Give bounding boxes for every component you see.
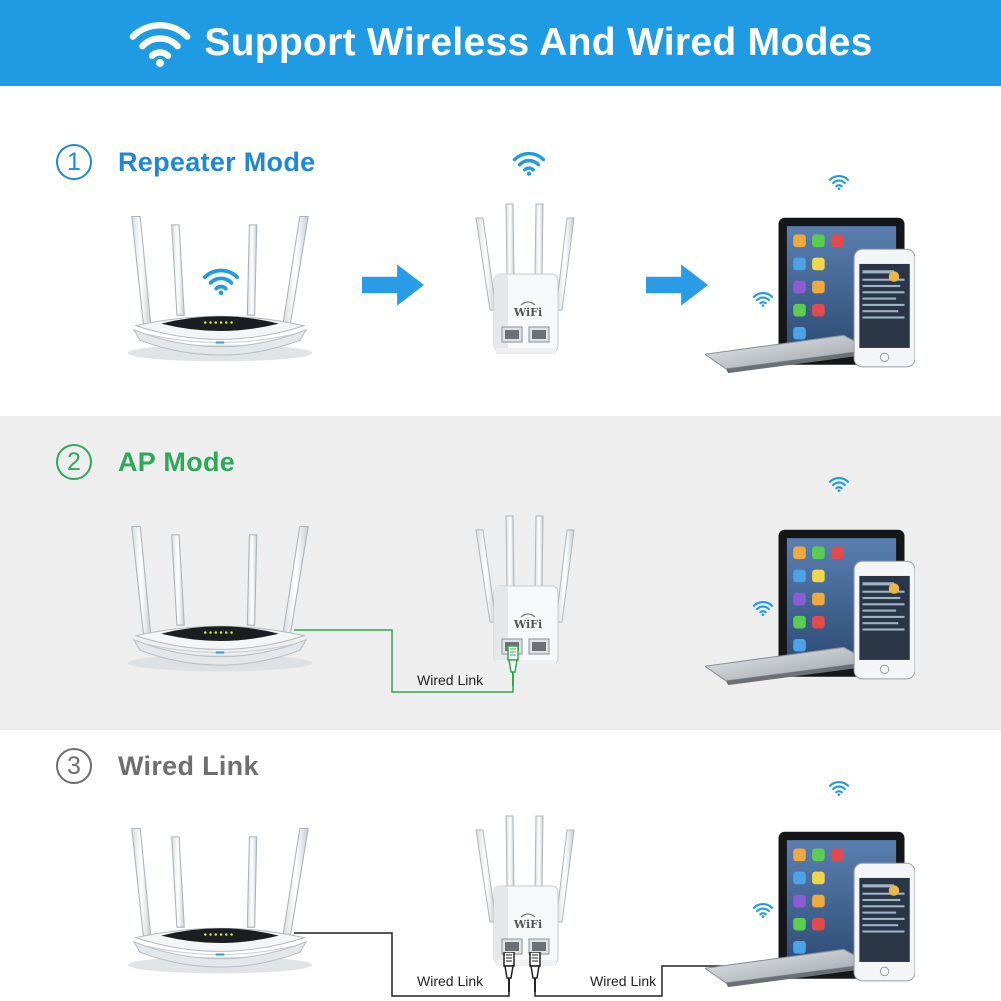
repeater-icon xyxy=(475,515,575,667)
main-router-icon xyxy=(126,215,314,363)
mode-number-badge: 3 xyxy=(56,748,92,784)
wifi-icon xyxy=(752,601,774,616)
wired-link-label: Wired Link xyxy=(590,973,657,989)
wifi-icon xyxy=(202,268,240,296)
ethernet-cable xyxy=(294,629,514,693)
main-router-icon xyxy=(126,827,314,975)
ethernet-plug-icon xyxy=(529,952,541,992)
ap-mode-heading: 2 AP Mode xyxy=(56,444,235,480)
client-devices-icon xyxy=(705,831,915,988)
wifi-icon xyxy=(828,781,850,796)
wifi-icon xyxy=(828,175,850,190)
ethernet-plug-icon xyxy=(503,952,515,992)
wifi-icon xyxy=(512,151,546,176)
header-banner: Support Wireless And Wired Modes xyxy=(0,0,1001,86)
mode-title: AP Mode xyxy=(118,446,236,477)
arrow-right-icon xyxy=(362,264,424,306)
wired-link-diagram xyxy=(126,781,915,997)
repeater-mode-diagram xyxy=(126,151,915,374)
wired-link-section: 3 Wired Link Wired Link Wired Link xyxy=(0,730,1001,1001)
ap-mode-diagram xyxy=(126,477,915,693)
ethernet-plug-icon xyxy=(507,646,519,686)
wired-link-label: Wired Link xyxy=(417,973,484,989)
client-devices-icon xyxy=(705,217,915,374)
repeater-icon xyxy=(475,203,575,355)
wired-link-label: Wired Link xyxy=(417,672,484,688)
ap-mode-section: 2 AP Mode Wired Link xyxy=(0,416,1001,730)
wired-link-heading: 3 Wired Link xyxy=(56,748,259,784)
client-devices-icon xyxy=(705,529,915,686)
wifi-icon xyxy=(128,18,192,68)
arrow-right-icon xyxy=(646,264,708,306)
repeater-mode-section: 1 Repeater Mode xyxy=(0,86,1001,416)
mode-number-badge: 2 xyxy=(56,444,92,480)
wifi-icon xyxy=(752,292,774,307)
repeater-icon xyxy=(475,815,575,967)
wifi-icon xyxy=(828,477,850,492)
mode-number-badge: 1 xyxy=(56,144,92,180)
main-router-icon xyxy=(126,525,314,673)
page-title: Support Wireless And Wired Modes xyxy=(204,21,873,64)
mode-title: Wired Link xyxy=(118,750,259,781)
mode-title: Repeater Mode xyxy=(118,146,316,177)
repeater-mode-heading: 1 Repeater Mode xyxy=(56,144,315,180)
wifi-icon xyxy=(752,903,774,918)
